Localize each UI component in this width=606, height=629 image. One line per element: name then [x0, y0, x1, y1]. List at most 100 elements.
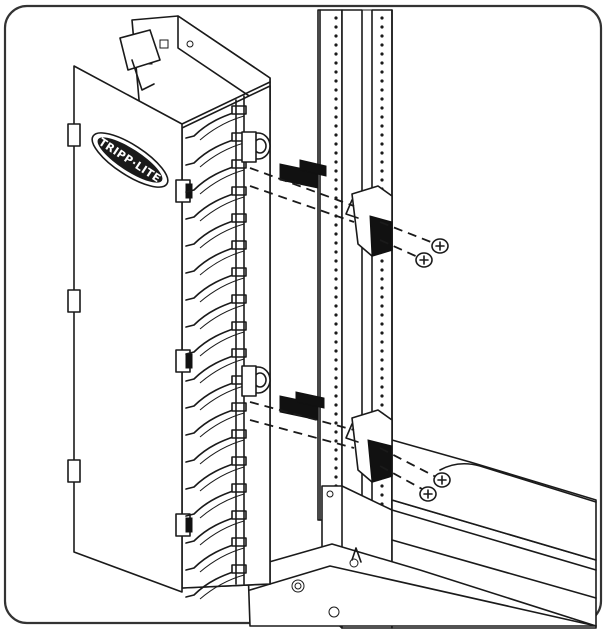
- finger-tab: [231, 159, 247, 169]
- rail-hole: [380, 322, 384, 326]
- rail-hole: [334, 268, 338, 272]
- finger-tab: [231, 348, 247, 358]
- rail-hole: [334, 376, 338, 380]
- rail-hole: [334, 448, 338, 452]
- mounting-screw: [419, 486, 437, 502]
- rail-hole: [334, 430, 338, 434]
- cable-finger-edge: [199, 574, 245, 600]
- rail-hole: [334, 151, 338, 155]
- rail-hole: [380, 115, 384, 119]
- rail-hole: [380, 493, 384, 497]
- rail-hole: [380, 178, 384, 182]
- rail-hole: [334, 439, 338, 443]
- mounting-screw-set: [415, 238, 451, 502]
- finger-tab: [231, 213, 247, 223]
- rail-hole: [380, 16, 384, 20]
- rail-hole: [380, 160, 384, 164]
- rail-hole: [334, 106, 338, 110]
- rail-hole: [334, 43, 338, 47]
- rail-hole: [380, 79, 384, 83]
- rail-hole: [334, 358, 338, 362]
- finger-tab: [231, 483, 247, 493]
- finger-tab: [231, 240, 247, 250]
- rail-hole: [334, 259, 338, 263]
- rail-hole: [334, 169, 338, 173]
- rail-hole: [380, 88, 384, 92]
- cable-finger-edge: [199, 412, 245, 438]
- finger-tab: [231, 537, 247, 547]
- rail-hole: [334, 187, 338, 191]
- rail-hole: [380, 403, 384, 407]
- cable-finger-edge: [199, 142, 245, 168]
- rail-hole: [380, 169, 384, 173]
- rail-hole: [380, 259, 384, 263]
- cable-finger-edge: [199, 331, 245, 357]
- rail-hole: [380, 385, 384, 389]
- finger-tab: [231, 510, 247, 520]
- cable-finger-edge: [199, 304, 245, 330]
- rail-hole: [334, 367, 338, 371]
- rail-hole: [334, 79, 338, 83]
- alignment-guides: [249, 167, 439, 491]
- rail-hole: [334, 52, 338, 56]
- rail-hole: [380, 313, 384, 317]
- cable-finger-edge: [199, 358, 245, 384]
- vertical-cable-manager: TRIPP·LITE: [67, 15, 271, 600]
- mounting-screw: [431, 238, 449, 254]
- rail-hole: [334, 34, 338, 38]
- rail-hole: [380, 277, 384, 281]
- rail-hole: [380, 61, 384, 65]
- rail-hole: [334, 88, 338, 92]
- rail-hole: [334, 223, 338, 227]
- rail-hole: [334, 313, 338, 317]
- rail-hole: [334, 160, 338, 164]
- rail-hole: [380, 106, 384, 110]
- rail-hole: [334, 331, 338, 335]
- rail-hole: [380, 349, 384, 353]
- rail-hole: [380, 358, 384, 362]
- rail-hole: [334, 349, 338, 353]
- rail-hole: [380, 133, 384, 137]
- rail-hole: [334, 286, 338, 290]
- rail-hole: [334, 232, 338, 236]
- rail-hole: [334, 277, 338, 281]
- rail-hole: [380, 340, 384, 344]
- rail-hole: [380, 394, 384, 398]
- cable-finger-edge: [199, 250, 245, 276]
- rail-hole: [334, 25, 338, 29]
- rail-hole: [334, 475, 338, 479]
- rail-hole: [380, 484, 384, 488]
- finger-tab: [231, 402, 247, 412]
- rail-hole: [380, 151, 384, 155]
- rail-hole: [380, 25, 384, 29]
- cable-finger-edge: [199, 520, 245, 546]
- rail-hole: [380, 295, 384, 299]
- rail-hole: [334, 385, 338, 389]
- rail-hole: [380, 97, 384, 101]
- cable-finger-edge: [199, 169, 245, 195]
- cable-finger-edge: [199, 493, 245, 519]
- rail-hole: [334, 457, 338, 461]
- rail-hole: [334, 115, 338, 119]
- rail-hole: [334, 142, 338, 146]
- cable-finger-edge: [199, 385, 245, 411]
- rail-hole: [334, 403, 338, 407]
- rail-hole: [380, 331, 384, 335]
- rack-base: [247, 439, 597, 629]
- rail-hole: [334, 133, 338, 137]
- rail-hole: [334, 178, 338, 182]
- finger-tab: [231, 105, 247, 115]
- rail-hole: [380, 142, 384, 146]
- rail-hole: [380, 268, 384, 272]
- rail-hole: [334, 394, 338, 398]
- finger-tab: [231, 456, 247, 466]
- cable-finger-edge: [199, 277, 245, 303]
- cable-finger-edge: [199, 115, 245, 141]
- rail-hole: [334, 16, 338, 20]
- cable-finger-edge: [199, 547, 245, 573]
- rail-hole: [380, 376, 384, 380]
- finger-tab: [231, 294, 247, 304]
- rail-hole: [380, 34, 384, 38]
- rail-hole: [380, 367, 384, 371]
